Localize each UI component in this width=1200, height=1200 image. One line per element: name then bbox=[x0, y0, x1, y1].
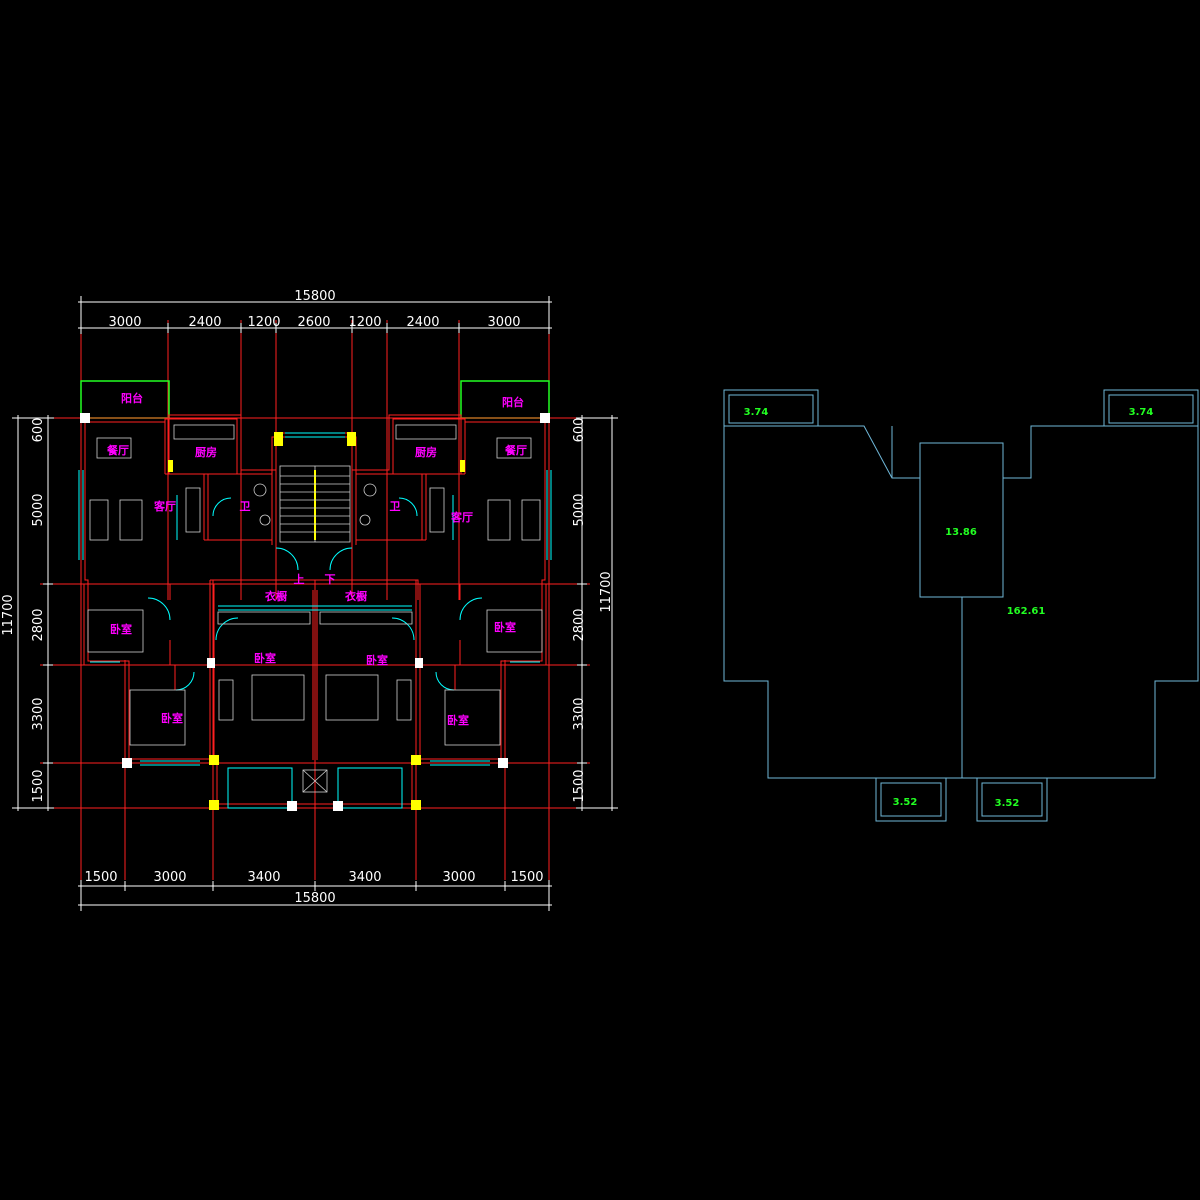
dim-bottom-6: 1500 bbox=[510, 870, 543, 885]
dim-left-5: 1500 bbox=[31, 769, 46, 802]
walls bbox=[80, 414, 550, 809]
dim-top-6: 2400 bbox=[406, 315, 439, 330]
dim-left-4: 3300 bbox=[31, 697, 46, 730]
dim-right-1: 600 bbox=[572, 418, 587, 443]
dim-right-2: 5000 bbox=[572, 493, 587, 526]
dim-top-overall: 15800 bbox=[294, 289, 335, 304]
staircase bbox=[279, 465, 351, 793]
dim-top-1: 3000 bbox=[108, 315, 141, 330]
dim-left-1: 600 bbox=[31, 418, 46, 443]
dim-bottom-2: 3000 bbox=[153, 870, 186, 885]
area-south-right: 3.52 bbox=[995, 798, 1020, 809]
dim-right-4: 3300 bbox=[572, 697, 587, 730]
dim-top-3: 1200 bbox=[247, 315, 280, 330]
furniture bbox=[87, 424, 543, 746]
dim-bottom-3: 3400 bbox=[247, 870, 280, 885]
label-kitchen-right: 厨房 bbox=[415, 445, 437, 459]
floor-plan: 阳台 阳台 餐厅 餐厅 厨房 厨房 客厅 客厅 卫 卫 衣橱 衣橱 卧室 卧室 … bbox=[1, 289, 618, 911]
windows bbox=[78, 432, 552, 809]
label-bedroom-right-upper: 卧室 bbox=[494, 620, 516, 634]
dim-bottom-1: 1500 bbox=[84, 870, 117, 885]
room-labels: 阳台 阳台 餐厅 餐厅 厨房 厨房 客厅 客厅 卫 卫 衣橱 衣橱 卧室 卧室 … bbox=[106, 391, 527, 727]
dim-right-5: 1500 bbox=[572, 769, 587, 802]
area-total: 162.61 bbox=[1007, 606, 1046, 617]
label-kitchen-left: 厨房 bbox=[195, 445, 217, 459]
dim-bottom-4: 3400 bbox=[348, 870, 381, 885]
label-master-left: 卧室 bbox=[254, 651, 276, 665]
label-bedroom-left-upper: 卧室 bbox=[110, 622, 132, 636]
dim-left-overall: 11700 bbox=[1, 594, 16, 635]
area-south-left: 3.52 bbox=[893, 797, 918, 808]
dim-top-4: 2600 bbox=[297, 315, 330, 330]
label-closet-right: 衣橱 bbox=[345, 589, 367, 603]
label-bath-right: 卫 bbox=[390, 500, 401, 513]
dim-left-3: 2800 bbox=[31, 608, 46, 641]
dimension-labels: 15800 3000 2400 1200 2600 1200 2400 3000… bbox=[1, 289, 614, 906]
label-living-right: 客厅 bbox=[450, 510, 473, 524]
area-balcony-right: 3.74 bbox=[1129, 407, 1154, 418]
dim-right-3: 2800 bbox=[572, 608, 587, 641]
label-closet-left: 衣橱 bbox=[265, 589, 287, 603]
area-balcony-left: 3.74 bbox=[744, 407, 769, 418]
dimension-lines bbox=[12, 296, 618, 911]
label-dining-right: 餐厅 bbox=[504, 443, 527, 457]
dim-top-7: 3000 bbox=[487, 315, 520, 330]
area-diagram: 3.74 3.74 13.86 162.61 3.52 3.52 bbox=[723, 389, 1199, 822]
dim-bottom-5: 3000 bbox=[442, 870, 475, 885]
dim-left-2: 5000 bbox=[31, 493, 46, 526]
label-master-right: 卧室 bbox=[366, 653, 388, 667]
label-dining-left: 餐厅 bbox=[106, 443, 129, 457]
label-bath-left: 卫 bbox=[240, 500, 251, 513]
label-bedroom-right-lower: 卧室 bbox=[447, 713, 469, 727]
area-outline bbox=[723, 425, 1199, 779]
label-stair-up: 上 bbox=[294, 572, 305, 586]
label-living-left: 客厅 bbox=[153, 499, 176, 513]
area-stair: 13.86 bbox=[945, 527, 977, 538]
label-balcony-right: 阳台 bbox=[502, 395, 524, 409]
label-stair-down: 下 bbox=[325, 573, 336, 586]
dim-bottom-overall: 15800 bbox=[294, 891, 335, 906]
dim-top-2: 2400 bbox=[188, 315, 221, 330]
dim-top-5: 1200 bbox=[348, 315, 381, 330]
columns bbox=[80, 413, 550, 811]
label-bedroom-left-lower: 卧室 bbox=[161, 711, 183, 725]
label-balcony-left: 阳台 bbox=[121, 391, 143, 405]
dim-right-overall: 11700 bbox=[599, 571, 614, 612]
